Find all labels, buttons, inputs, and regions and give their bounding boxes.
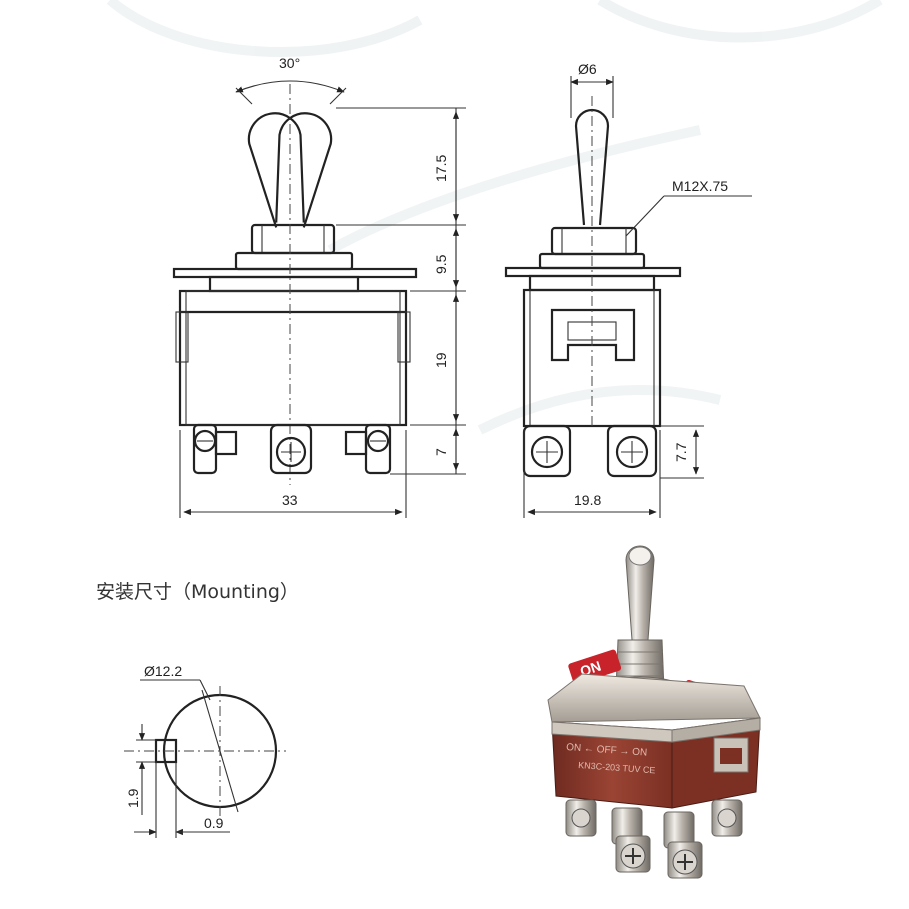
thread-spec-label: M12X.75 [672,178,728,194]
side-terminal-right [606,424,658,478]
terminal-height-label: 7 [433,448,449,456]
terminal-center [269,423,313,475]
terminal-right [344,423,392,475]
side-terminal-height-label: 7.7 [673,442,689,462]
mounting-hole-drawing [124,679,286,838]
watermark [106,0,883,435]
product-photo: ON ON ON ← OFF → ON KN3C-203 TUV CE [547,545,761,879]
width-label: 33 [282,492,298,508]
side-terminal-left [522,424,572,478]
key-height-label: 1.9 [125,788,141,808]
side-view [504,76,752,518]
toggle-lever-left [247,112,305,228]
depth-label: 19.8 [574,492,601,508]
hole-diameter-label: Ø12.2 [144,663,182,679]
front-view [172,80,466,518]
mounting-title: 安装尺寸（Mounting） [96,581,299,603]
lever-height-label: 17.5 [433,155,449,182]
key-depth-label: 0.9 [204,815,224,831]
lever-diameter-label: Ø6 [578,61,597,77]
bushing-height-label: 9.5 [433,254,449,274]
angle-label: 30° [279,55,300,71]
toggle-lever-right [275,112,333,228]
terminal-left [192,423,238,475]
body-height-label: 19 [433,352,449,368]
